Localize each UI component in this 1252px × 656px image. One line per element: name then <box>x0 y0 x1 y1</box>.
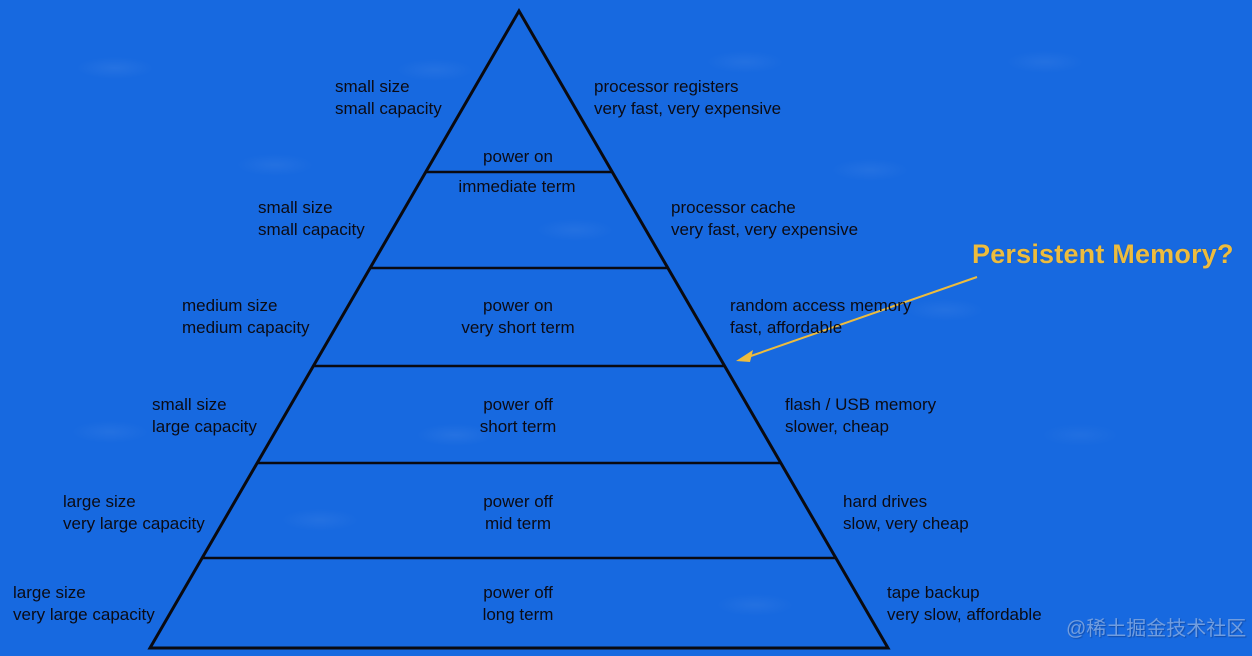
level-6-right-label: tape backup very slow, affordable <box>887 582 1042 625</box>
level-3-right-label: random access memory fast, affordable <box>730 295 911 338</box>
level-2-left-line2: small capacity <box>258 219 365 239</box>
level-5-left-label: large size very large capacity <box>63 491 205 534</box>
level-4-left-line1: small size <box>152 395 227 414</box>
level-5-inner-label: power off mid term <box>483 491 553 534</box>
level-4-inner-label: power off short term <box>480 394 557 437</box>
level-4-left-line2: large capacity <box>152 416 257 436</box>
level-3-inner-line1: power on <box>483 296 553 315</box>
level-4-right-label: flash / USB memory slower, cheap <box>785 394 936 437</box>
level-2-right-label: processor cache very fast, very expensiv… <box>671 197 858 240</box>
level-4-left-label: small size large capacity <box>152 394 257 437</box>
level-1-right-line1: processor registers <box>594 77 739 96</box>
level-2-right-line2: very fast, very expensive <box>671 219 859 239</box>
level-3-right-line2: fast, affordable <box>730 317 843 337</box>
level-6-inner-line1: power off <box>483 583 553 602</box>
level-6-inner-line2: long term <box>482 604 554 624</box>
level-6-right-line2: very slow, affordable <box>887 604 1042 624</box>
level-5-right-line1: hard drives <box>843 492 928 511</box>
level-1-inner-label: power on <box>483 147 553 166</box>
site-watermark: @稀土掘金技术社区 <box>1066 618 1247 640</box>
level-3-right-line1: random access memory <box>730 296 912 315</box>
annotation-arrow-head <box>736 350 753 362</box>
level-2-left-line1: small size <box>258 198 333 217</box>
level-3-inner-label: power on very short term <box>461 295 574 338</box>
level-4-inner-line1: power off <box>483 395 553 414</box>
pyramid-outline <box>147 8 891 650</box>
level-5-inner-line1: power off <box>483 492 553 511</box>
level-4-right-line2: slower, cheap <box>785 416 889 436</box>
level-6-right-line1: tape backup <box>887 583 980 602</box>
level-1-left-line1: small size <box>335 77 410 96</box>
level-1-left-line2: small capacity <box>335 98 442 118</box>
level-6-left-label: large size very large capacity <box>13 582 155 625</box>
level-2-right-line1: processor cache <box>671 198 796 217</box>
level-3-left-label: medium size medium capacity <box>182 295 310 338</box>
level-5-left-line2: very large capacity <box>63 513 205 533</box>
annotation-arrow-line <box>747 276 978 358</box>
level-6-left-line1: large size <box>13 583 86 602</box>
level-5-right-label: hard drives slow, very cheap <box>843 491 969 534</box>
level-3-left-line2: medium capacity <box>182 317 310 337</box>
level-4-right-line1: flash / USB memory <box>785 395 937 414</box>
level-5-right-line2: slow, very cheap <box>843 513 969 533</box>
persistent-memory-annotation: Persistent Memory? <box>972 239 1234 269</box>
level-6-inner-label: power off long term <box>483 582 554 625</box>
level-6-left-line2: very large capacity <box>13 604 155 624</box>
level-2-left-label: small size small capacity <box>258 197 365 240</box>
level-2-inner-label: immediate term <box>458 177 576 196</box>
level-3-inner-line2: very short term <box>461 317 575 337</box>
level-3-left-line1: medium size <box>182 296 278 315</box>
level-1-right-label: processor registers very fast, very expe… <box>594 76 781 119</box>
level-1-right-line2: very fast, very expensive <box>594 98 782 118</box>
level-5-left-line1: large size <box>63 492 136 511</box>
level-5-inner-line2: mid term <box>484 513 552 533</box>
level-1-left-label: small size small capacity <box>335 76 442 119</box>
level-4-inner-line2: short term <box>479 416 557 436</box>
